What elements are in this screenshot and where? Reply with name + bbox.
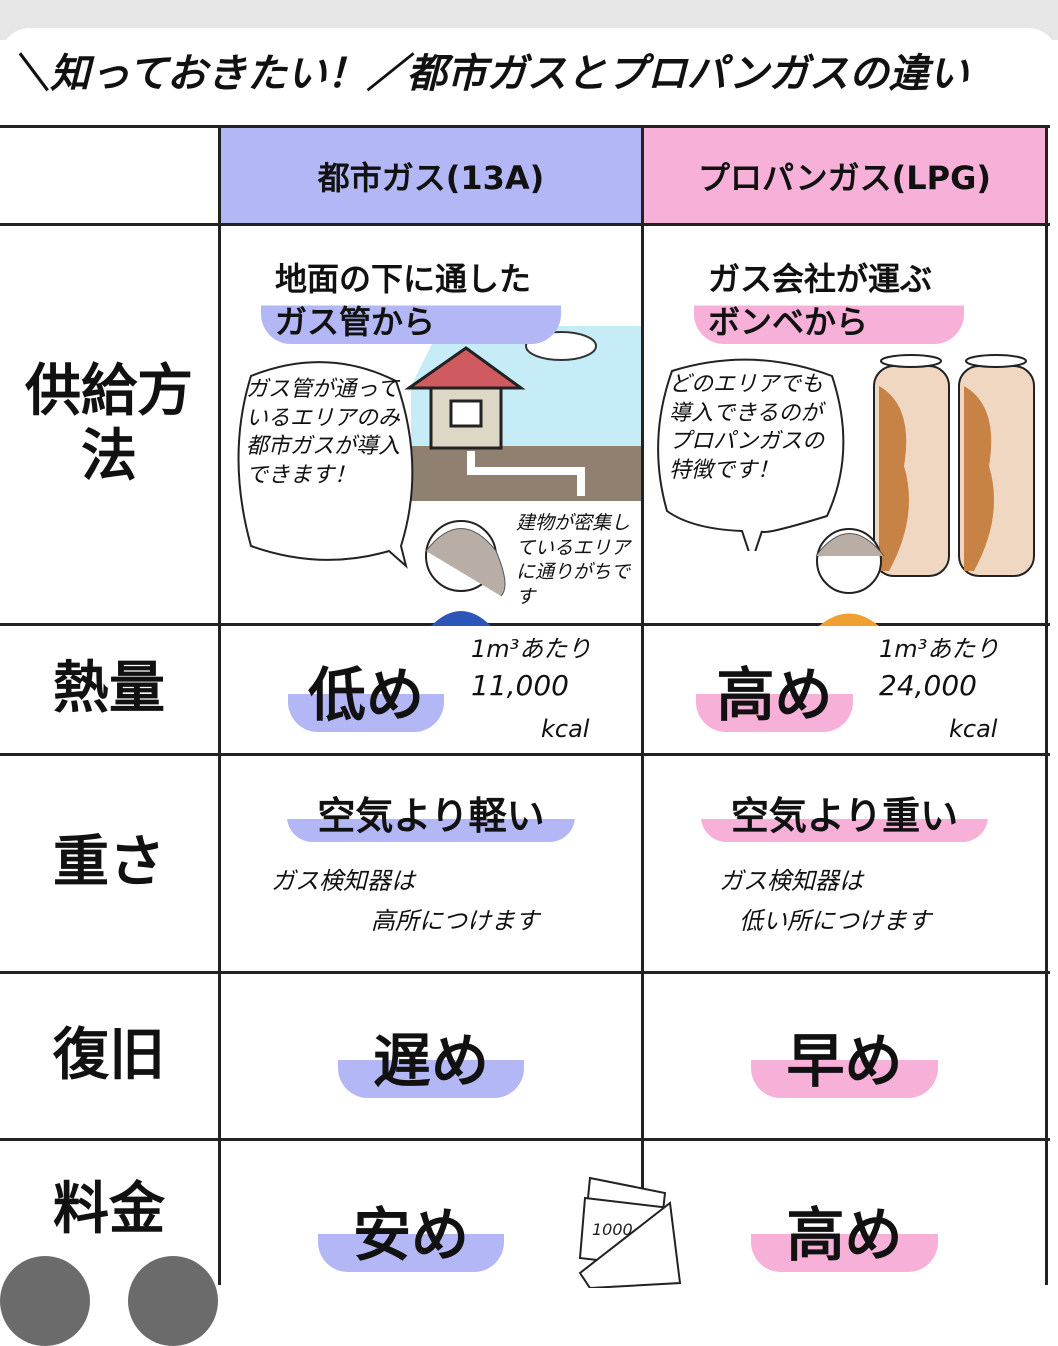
cell-lpg-price: 高め: [644, 1188, 1045, 1288]
cell-city-recovery: 遅め: [221, 974, 641, 1138]
character-boy-icon: [815, 528, 885, 626]
character-girl-icon: [425, 520, 506, 626]
cell-lpg-supply: ガス会社が運ぶボンベから どのエリアでも導入できるのがプロパンガスの特徴です！: [644, 226, 1045, 626]
cell-city-weight: 空気より軽い ガス検知器は 高所につけます: [221, 756, 641, 971]
cell-lpg-heat: 高め 1m³あたり 24,000 kcal: [644, 626, 1045, 753]
row-label-weight: 重さ: [53, 830, 165, 896]
cell-lpg-weight: 空気より重い ガス検知器は 低い所につけます: [644, 756, 1045, 971]
gas-cylinders-icon: [873, 354, 1035, 577]
page-title: ＼知っておきたい！／都市ガスとプロパンガスの違い: [0, 28, 1058, 120]
header-propane-gas: プロパンガス(LPG): [644, 128, 1045, 223]
header-city-gas: 都市ガス(13A): [221, 128, 641, 223]
row-label-price: 料金: [53, 1177, 165, 1242]
speech-bubble: [657, 358, 845, 551]
row-label-supply: 供給方法: [25, 359, 193, 489]
cell-lpg-recovery: 早め: [644, 974, 1045, 1138]
bill-label: 1000: [592, 1220, 633, 1239]
cell-city-heat: 低め 1m³あたり 11,000 kcal: [221, 626, 641, 753]
money-bills-icon: 1000: [578, 1176, 682, 1288]
speech-bubble: [237, 361, 414, 569]
row-label-heat: 熱量: [53, 656, 165, 722]
comparison-table: 都市ガス(13A) プロパンガス(LPG) 供給方法 地面の下に通したガス管から…: [0, 125, 1050, 1288]
overlay-button[interactable]: [0, 1256, 90, 1346]
row-label-recovery: 復旧: [53, 1022, 165, 1088]
house-illustration: [404, 326, 641, 501]
overlay-button[interactable]: [128, 1256, 218, 1346]
cell-city-supply: 地面の下に通したガス管から ガス管が通っているエリアのみ都市ガスが導入できます！…: [221, 226, 641, 626]
cell-city-price: 安め: [221, 1188, 641, 1288]
